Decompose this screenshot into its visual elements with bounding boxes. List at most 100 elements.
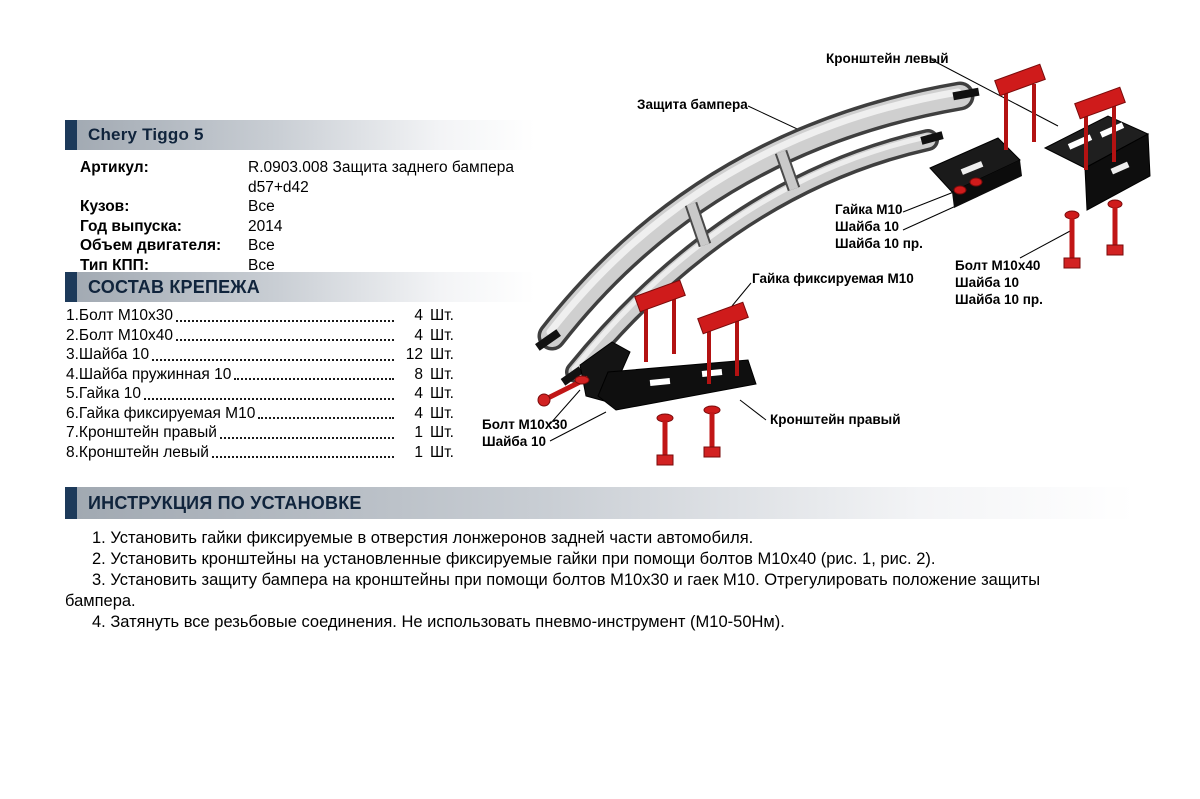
lock-nut-plate [697,301,749,335]
tube-d57 [541,85,971,347]
nut-m10 [969,177,983,187]
bolt-m10x30-lower [656,405,721,466]
dotted-leader [234,378,394,380]
tube-end-tab [920,131,944,145]
bolt-m10x30 [537,375,590,407]
spec-row: Объем двигателя: Все [80,236,540,256]
spec-label: Объем двигателя: [80,237,222,254]
tube-d57-highlight [546,88,962,336]
part-qty: 4 [414,404,423,422]
part-name: 7.Кронштейн правый [66,424,217,441]
spec-label: Кузов: [80,198,130,215]
part-unit: Шт. [430,385,454,402]
bolt-head [1063,257,1081,269]
part-qty: 4 [414,326,423,344]
fastener-list: 1.Болт М10х30 4 Шт. 2.Болт М10х40 4 Шт. … [66,306,466,462]
washer [1064,210,1080,220]
leader-lines [549,59,1073,442]
instruction-step: 3. Установить защиту бампера на кронштей… [65,571,1041,610]
label-nut-m10: Гайка М10 [835,202,903,217]
spec-label: Тип КПП: [80,256,149,274]
nut-m10 [953,185,967,195]
spec-row: Тип КПП: Все [80,256,540,276]
bar-accent [65,487,77,519]
part-name: 6.Гайка фиксируемая М10 [66,404,256,422]
tube-strap [686,202,710,247]
label-bolt30-group: Болт М10х30 Шайба 10 [482,416,567,450]
part-name: 1.Болт М10х30 [66,307,173,324]
dotted-leader [219,436,394,439]
spec-value: Все [248,198,275,215]
washer [1107,199,1123,209]
label-washer-10pr: Шайба 10 пр. [955,292,1043,307]
instructions-header-bar: ИНСТРУКЦИЯ ПО УСТАНОВКЕ [65,487,1135,519]
model-title: Chery Tiggo 5 [88,125,204,144]
exploded-diagram [535,59,1151,466]
middle-bracket-face [952,160,1022,208]
part-name: 5.Гайка 10 [66,385,142,402]
leader-line [739,399,767,421]
part-unit: Шт. [430,307,454,324]
label-washer-10pr: Шайба 10 пр. [835,236,923,251]
tube-end-tab [952,87,980,101]
bolt-head [656,454,674,466]
part-name: 4.Шайба пружинная 10 [66,365,232,383]
left-bracket [1043,115,1151,211]
label-bolt-m10x30: Болт М10х30 [482,417,568,432]
dotted-leader [211,456,394,458]
spec-row: Год выпуска: 2014 [80,217,540,237]
list-item: 8.Кронштейн левый 1 Шт. [66,443,466,463]
part-qty: 1 [414,424,423,441]
list-item: 1.Болт М10х30 4 Шт. [66,306,466,326]
part-unit: Шт. [430,424,454,441]
list-item: 7.Кронштейн правый 1 Шт. [66,423,466,443]
spec-label: Артикул: [80,159,149,176]
label-nut-group: Гайка М10 Шайба 10 Шайба 10 пр. [835,201,923,252]
washer [574,375,590,385]
dotted-leader [175,319,394,322]
leader-line [1019,229,1073,259]
bracket-slot [960,161,984,175]
dotted-leader [175,339,394,341]
label-bracket-right: Кронштейн правый [770,412,901,427]
part-unit: Шт. [430,326,454,344]
part-name: 8.Кронштейн левый [66,443,209,461]
label-bumper-guard: Защита бампера [637,97,748,112]
tube-d42-highlight [571,134,929,372]
label-washer-10: Шайба 10 [835,219,899,234]
lock-nut-plate [634,279,686,313]
label-lock-nut: Гайка фиксируемая М10 [752,271,914,286]
instruction-step: 2. Установить кронштейны на установленны… [92,550,936,568]
dotted-leader [152,358,394,361]
dotted-leader [258,417,394,419]
spec-label: Год выпуска: [80,217,182,235]
label-bolt40-group: Болт М10х40 Шайба 10 Шайба 10 пр. [955,257,1043,308]
bolt-head [1106,244,1124,256]
fasteners-header-bar: СОСТАВ КРЕПЕЖА [65,272,535,302]
part-name: 2.Болт М10х40 [66,326,173,344]
instruction-step: 1. Установить гайки фиксируемые в отверс… [92,529,754,547]
bracket-slot [701,368,723,378]
lock-nut-plates [634,279,749,384]
list-item: 4.Шайба пружинная 10 8 Шт. [66,365,466,385]
label-bolt-m10x40: Болт М10х40 [955,258,1041,273]
bolt-head [537,393,551,407]
label-bracket-left: Кронштейн левый [826,51,949,66]
bumper-guard-tubes [535,81,980,386]
lock-nut-plate [1074,86,1126,120]
list-item: 3.Шайба 10 12 Шт. [66,345,466,365]
part-unit: Шт. [430,346,454,363]
leader-line [549,389,581,425]
right-bracket [579,341,757,411]
part-unit: Шт. [430,365,454,383]
part-name: 3.Шайба 10 [66,346,150,363]
part-unit: Шт. [430,404,454,422]
spec-value: Все [248,237,275,254]
bar-accent [65,120,77,150]
leader-line [549,411,607,442]
bracket-slot [1110,161,1130,175]
model-header-bar: Chery Tiggo 5 [65,120,535,150]
tube-end-tab [535,329,561,351]
part-qty: 8 [414,365,423,383]
